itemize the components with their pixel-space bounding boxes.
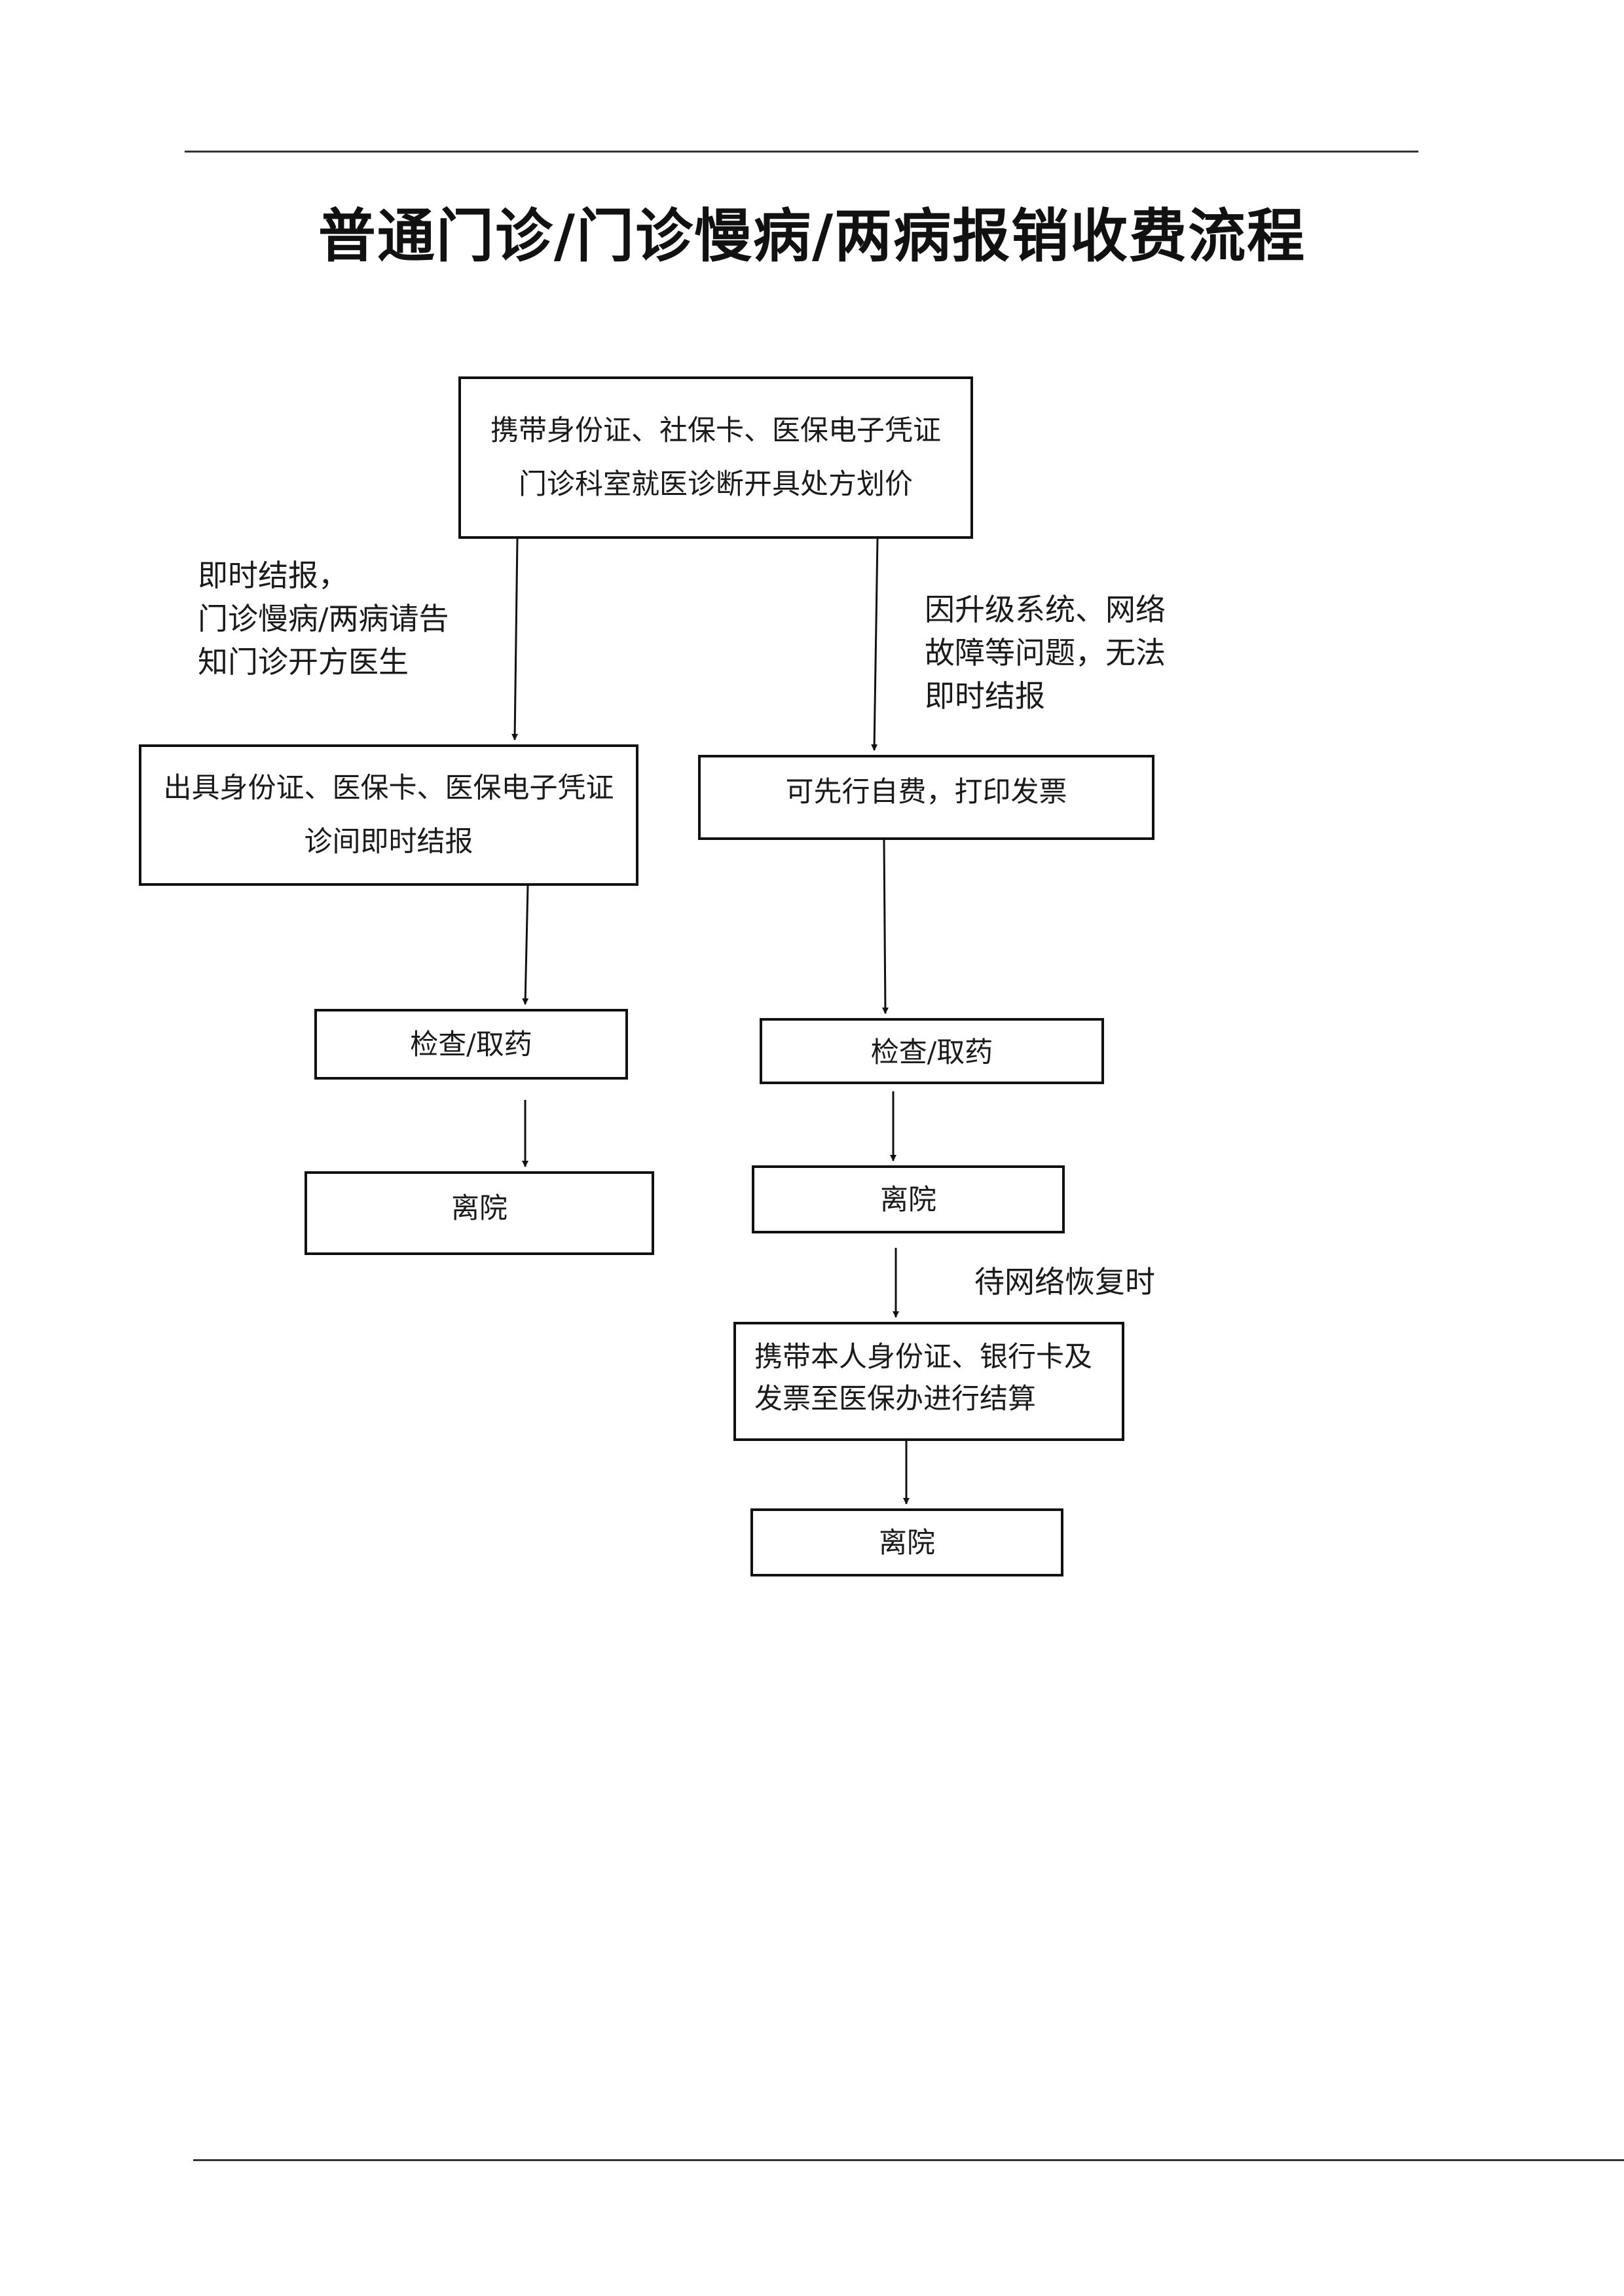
right-note-line-1: 因升级系统、网络 — [925, 592, 1166, 627]
left-check-label: 检查/取药 — [410, 1029, 532, 1061]
arrow-left-settle-to-check — [522, 885, 529, 1005]
right-reimburse-line-1: 携带本人身份证、银行卡及 — [754, 1341, 1092, 1374]
right-final-leave-label: 离院 — [879, 1527, 935, 1559]
left-settle-line-2: 诊间即时结报 — [304, 826, 473, 858]
network-note: 待网络恢复时 — [974, 1264, 1155, 1300]
left-note-line-3: 知门诊开方医生 — [198, 644, 409, 680]
page-title: 普通门诊/门诊慢病/两病报销收费流程 — [318, 202, 1306, 270]
right-self-pay-box: 可先行自费，打印发票 — [698, 755, 1154, 840]
right-leave-label: 离院 — [880, 1184, 936, 1216]
left-settle-box: 出具身份证、医保卡、医保电子凭证 诊间即时结报 — [139, 744, 638, 886]
right-final-leave-box: 离院 — [750, 1508, 1063, 1576]
arrow-right-selfpay-to-check — [881, 839, 889, 1014]
right-branch-note: 因升级系统、网络 故障等问题，无法 即时结报 — [925, 588, 1166, 718]
start-box: 携带身份证、社保卡、医保电子凭证 门诊科室就医诊断开具处方划价 — [458, 376, 973, 539]
arrow-start-to-left — [511, 538, 519, 740]
left-check-box: 检查/取药 — [314, 1009, 628, 1080]
left-branch-note: 即时结报， 门诊慢病/两病请告 知门诊开方医生 — [198, 554, 449, 683]
right-leave-box: 离院 — [752, 1165, 1065, 1233]
left-note-line-1: 即时结报， — [198, 558, 348, 593]
left-leave-label: 离院 — [451, 1192, 507, 1225]
right-self-pay-label: 可先行自费，打印发票 — [785, 776, 1067, 809]
top-rule — [185, 151, 1418, 153]
right-check-label: 检查/取药 — [870, 1036, 993, 1069]
right-reimburse-line-2: 发票至医保办进行结算 — [754, 1383, 1036, 1415]
right-note-line-3: 即时结报 — [925, 678, 1045, 714]
arrow-start-to-right — [871, 538, 879, 751]
left-note-line-2: 门诊慢病/两病请告 — [198, 601, 449, 636]
start-box-line-1: 携带身份证、社保卡、医保电子凭证 — [490, 414, 941, 447]
left-settle-line-1: 出具身份证、医保卡、医保电子凭证 — [163, 772, 614, 805]
start-box-line-2: 门诊科室就医诊断开具处方划价 — [519, 468, 913, 501]
left-leave-box: 离院 — [304, 1171, 654, 1255]
right-note-line-2: 故障等问题，无法 — [925, 635, 1166, 670]
right-reimburse-box: 携带本人身份证、银行卡及 发票至医保办进行结算 — [733, 1322, 1124, 1441]
right-check-box: 检查/取药 — [760, 1018, 1104, 1084]
bottom-rule — [193, 2159, 1624, 2161]
